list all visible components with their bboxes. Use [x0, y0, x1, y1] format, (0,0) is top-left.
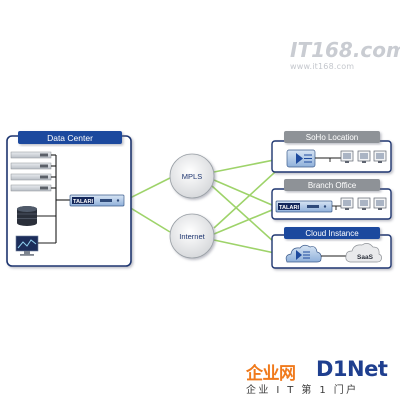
- server-icon: [10, 151, 52, 159]
- soho-wiring: [315, 157, 341, 162]
- database-icon: [17, 206, 37, 226]
- cloud-instance-title: Cloud Instance: [305, 229, 359, 238]
- cloud-instance-title-bar: [284, 227, 380, 239]
- branch-title-bar: [284, 179, 380, 191]
- brand-logo-cn: 企业网: [246, 364, 296, 384]
- branch-group: Branch Office TALARI: [271, 179, 392, 220]
- link-internet-soho: [213, 161, 287, 229]
- link-mpls-branch: [213, 179, 273, 206]
- watermark-logo: IT168.com: [290, 38, 400, 62]
- brand-tagline: 企业 I T 第 1 门户: [246, 385, 359, 396]
- mpls-label: MPLS: [182, 172, 202, 181]
- data-center-title: Data Center: [47, 133, 93, 143]
- desktop-icon: [357, 150, 371, 163]
- server-icon: [10, 184, 52, 192]
- cloud-instance-group: Cloud Instance SaaS: [271, 227, 392, 269]
- appliance-label: TALARI: [73, 199, 94, 205]
- soho-title-bar: [284, 131, 380, 143]
- branch-wiring: [332, 205, 341, 210]
- watermark-url: www.it168.com: [290, 62, 355, 71]
- site-watermark: IT168.com www.it168.com: [290, 38, 400, 84]
- mpls-cloud: MPLS: [169, 153, 215, 199]
- soho-group: SoHo Location: [271, 131, 392, 173]
- link-internet-branch: [213, 209, 273, 235]
- desktop-icon: [340, 197, 354, 210]
- server-icon: [10, 173, 52, 181]
- data-center-group: Data Center: [6, 131, 132, 267]
- desktop-icon: [373, 150, 387, 163]
- server-icon: [10, 162, 52, 170]
- branch-title: Branch Office: [308, 181, 357, 190]
- brand-logo-en: D1Net: [316, 357, 388, 381]
- saas-label: SaaS: [357, 254, 374, 261]
- cloud-virtual-appliance-icon: [285, 244, 322, 263]
- appliance-label: TALARI: [279, 205, 300, 211]
- data-center-title-bar: [18, 131, 122, 144]
- d1net-logo: 企业网 D1Net 企业 I T 第 1 门户: [246, 357, 396, 397]
- saas-cloud-icon: SaaS: [345, 243, 383, 263]
- desktop-icon: [340, 150, 354, 163]
- soho-title: SoHo Location: [306, 133, 358, 142]
- virtual-appliance-icon: [286, 149, 316, 168]
- desktop-icon: [357, 197, 371, 210]
- data-center-wiring: [37, 154, 70, 244]
- talari-appliance-dc: TALARI: [69, 194, 125, 207]
- internet-label: Internet: [179, 232, 205, 241]
- talari-appliance-branch: TALARI: [275, 200, 333, 213]
- internet-cloud: Internet: [169, 213, 215, 259]
- desktop-icon: [373, 197, 387, 210]
